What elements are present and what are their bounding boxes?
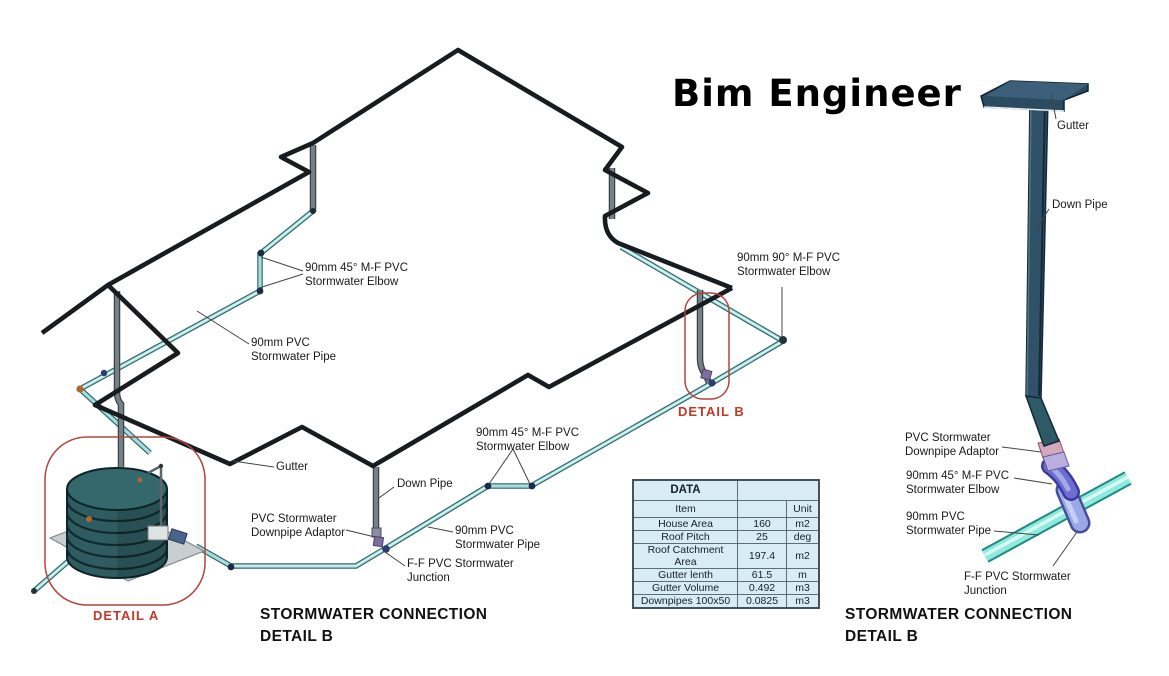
- label-elbow45-bottom: 90mm 45° M-F PVC Stormwater Elbow: [476, 427, 580, 453]
- table-row: Gutter Volume 0.492 m3: [632, 580, 820, 595]
- table-row: House Area 160 m2: [632, 516, 820, 531]
- label-pipe-bottom: 90mm PVC Stormwater Pipe: [455, 525, 541, 551]
- roof-gutter-outline: [40, 47, 734, 469]
- table-row: Roof Pitch 25 deg: [632, 529, 820, 544]
- label-elbow90: 90mm 90° M-F PVC Stormwater Elbow: [737, 252, 841, 278]
- caption-left: STORMWATER CONNECTION DETAIL B: [260, 606, 488, 645]
- col-header-item: Item: [632, 499, 738, 518]
- detail-label-down-pipe: Down Pipe: [1052, 199, 1108, 211]
- detail-leader-lines: [993, 92, 1078, 567]
- label-elbow45-top: 90mm 45° M-F PVC Stormwater Elbow: [305, 262, 409, 288]
- label-pipe-left: 90mm PVC Stormwater Pipe: [251, 337, 337, 363]
- detail-label-pipe: 90mm PVC Stormwater Pipe: [906, 511, 992, 537]
- detail-label-elbow45: 90mm 45° M-F PVC Stormwater Elbow: [906, 470, 1010, 496]
- data-table: DATA Item Unit House Area 160 m2 Roof Pi…: [632, 479, 820, 609]
- downpipe-adaptor-fittings: [371, 368, 713, 548]
- table-row: Gutter lenth 61.5 m: [632, 567, 820, 582]
- leader-lines: [196, 256, 783, 567]
- label-junction: F-F PVC Stormwater Junction: [407, 558, 514, 584]
- detail-a-tag: DETAIL A: [93, 608, 160, 623]
- detail-label-gutter: Gutter: [1057, 120, 1089, 132]
- label-adaptor: PVC Stormwater Downpipe Adaptor: [251, 513, 345, 539]
- detail-downpipe-3d: [1025, 98, 1049, 399]
- caption-right: STORMWATER CONNECTION DETAIL B: [845, 606, 1073, 645]
- detail-b-3d-view: [980, 80, 1132, 567]
- detail-b-tag: DETAIL B: [678, 404, 745, 419]
- table-title: DATA: [632, 479, 738, 501]
- label-gutter: Gutter: [276, 461, 308, 473]
- water-tank: [48, 463, 206, 582]
- detail-gutter-3d: [980, 80, 1089, 112]
- detail-b-outline: [684, 292, 730, 400]
- detail-a-outline: [44, 436, 206, 606]
- label-down-pipe: Down Pipe: [397, 478, 453, 490]
- detail-pipe-3d: [981, 471, 1132, 563]
- col-header-unit: Unit: [786, 499, 820, 518]
- detail-label-adaptor: PVC Stormwater Downpipe Adaptor: [905, 432, 999, 458]
- detail-downpipe-angle: [1024, 395, 1061, 447]
- detail-label-junction: F-F PVC Stormwater Junction: [964, 571, 1071, 597]
- pipe-elbows: [31, 208, 787, 594]
- table-row: Downpipes 100x50 0.0825 m3: [632, 593, 820, 608]
- page-title: Bim Engineer: [672, 72, 962, 115]
- table-row: Roof Catchment Area 197.4 m2: [632, 542, 820, 569]
